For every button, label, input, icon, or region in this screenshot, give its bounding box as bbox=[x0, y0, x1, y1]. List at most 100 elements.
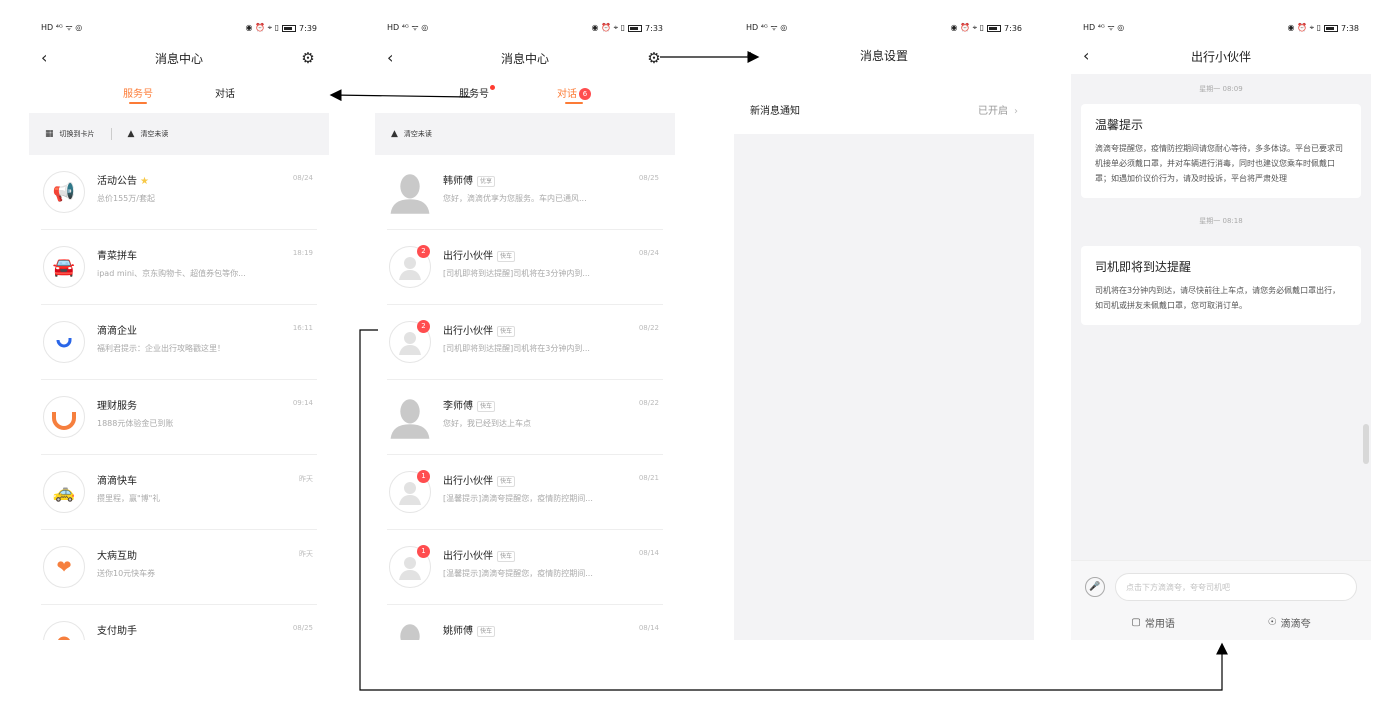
signal-icon: HD ⁴ᴳ ᯤ ◎ bbox=[387, 23, 429, 32]
item-title: 滴滴快车 bbox=[97, 476, 137, 487]
clear-unread-button[interactable]: ▲清空未读 bbox=[391, 129, 432, 139]
item-title-text: 韩师傅 bbox=[443, 176, 473, 187]
list-item[interactable]: 2 出行小伙伴快车 [司机即将到达提醒]司机将在3分钟内到... 08/22 bbox=[387, 305, 663, 380]
tab-services[interactable]: 服务号 bbox=[123, 78, 153, 113]
item-time: 08/25 bbox=[292, 624, 313, 632]
list-item[interactable]: 📢 活动公告★ 总价155万/套起 08/24 bbox=[41, 155, 317, 230]
page-title: 消息中心 bbox=[154, 51, 203, 66]
list-item[interactable]: ● 支付助手 08/25 bbox=[41, 605, 317, 640]
list-item[interactable]: 姚师傅快车 08/14 bbox=[387, 605, 663, 640]
item-title: 大病互助 bbox=[97, 551, 137, 562]
item-sub: [司机即将到达提醒]司机将在3分钟内到... bbox=[443, 269, 590, 278]
tab-label: 对话 bbox=[215, 89, 235, 100]
broom-icon: ▲ bbox=[127, 129, 135, 139]
list-item[interactable]: 🚕 滴滴快车 攒里程，赢"博"礼 昨天 bbox=[41, 455, 317, 530]
signal-icon: HD ⁴ᴳ ᯤ ◎ bbox=[41, 23, 83, 32]
list-item[interactable]: 1 出行小伙伴快车 [温馨提示]滴滴夸提醒您，疫情防控期间... 08/14 bbox=[387, 530, 663, 605]
gear-icon[interactable]: ⚙ bbox=[647, 49, 661, 67]
tab-bar: 服务号 对话 bbox=[29, 78, 329, 113]
list-item[interactable]: 李师傅快车 您好，我已经到达上车点 08/22 bbox=[387, 380, 663, 455]
payment-icon: ● bbox=[43, 621, 85, 640]
item-time: 昨天 bbox=[299, 550, 313, 558]
status-time: 7:33 bbox=[645, 23, 663, 33]
thumbs-up-icon: ☉ bbox=[1267, 617, 1277, 628]
back-icon[interactable]: ‹ bbox=[1083, 46, 1090, 65]
toolbar: ▦切换到卡片 ▲清空未读 bbox=[29, 113, 329, 155]
item-time: 08/14 bbox=[638, 624, 659, 632]
item-sub: 您好，我已经到达上车点 bbox=[443, 419, 531, 428]
item-tag: 快车 bbox=[477, 401, 496, 412]
signal-icon: HD ⁴ᴳ ᯤ ◎ bbox=[746, 23, 788, 32]
item-title: 理财服务 bbox=[97, 401, 137, 412]
driver-avatar-icon bbox=[389, 621, 431, 640]
list-item[interactable]: 理财服务 1888元体验金已到账 09:14 bbox=[41, 380, 317, 455]
nav-bar: ‹ 消息设置 bbox=[734, 38, 1034, 72]
setting-value-text: 已开启 bbox=[978, 105, 1008, 117]
clear-unread-button[interactable]: ▲清空未读 bbox=[128, 129, 169, 139]
tab-services[interactable]: 服务号 bbox=[459, 78, 495, 113]
megaphone-icon: 📢 bbox=[43, 171, 85, 213]
status-icons: ◉ ⏰ ⌖ ▯ bbox=[245, 23, 280, 32]
gear-icon[interactable]: ⚙ bbox=[301, 49, 315, 67]
status-time: 7:39 bbox=[299, 23, 317, 33]
chat-input[interactable] bbox=[1115, 573, 1357, 601]
star-icon: ★ bbox=[140, 176, 149, 187]
status-bar: HD ⁴ᴳ ᯤ ◎ ◉ ⏰ ⌖ ▯ 7:33 bbox=[375, 18, 675, 38]
back-icon[interactable]: ‹ bbox=[387, 48, 394, 67]
item-time: 08/22 bbox=[638, 324, 659, 332]
list-item[interactable]: 韩师傅优享 您好，滴滴优享为您服务。车内已通风... 08/25 bbox=[387, 155, 663, 230]
nav-bar: ‹ 出行小伙伴 bbox=[1071, 38, 1371, 74]
switch-label: 切换到卡片 bbox=[59, 130, 95, 138]
item-tag: 快车 bbox=[497, 326, 516, 337]
back-icon[interactable]: ‹ bbox=[746, 45, 753, 64]
battery-icon bbox=[628, 24, 643, 32]
back-icon[interactable]: ‹ bbox=[41, 48, 48, 67]
status-bar: HD ⁴ᴳ ᯤ ◎ ◉ ⏰ ⌖ ▯7:36 bbox=[734, 18, 1034, 38]
message-timestamp: 星期一 08:09 bbox=[1199, 85, 1243, 93]
status-bar: HD ⁴ᴳ ᯤ ◎ ◉ ⏰ ⌖ ▯7:38 bbox=[1071, 18, 1371, 38]
didi-logo-icon bbox=[43, 396, 85, 438]
signal-icon: HD ⁴ᴳ ᯤ ◎ bbox=[1083, 23, 1125, 32]
list-item[interactable]: 2 出行小伙伴快车 [司机即将到达提醒]司机将在3分钟内到... 08/24 bbox=[387, 230, 663, 305]
item-time: 08/25 bbox=[638, 174, 659, 182]
item-sub: ipad mini、京东购物卡、超值券包等你... bbox=[97, 269, 246, 278]
list-item[interactable]: ❤ 大病互助 送你10元快车券 昨天 bbox=[41, 530, 317, 605]
list-item[interactable]: 滴滴企业 福利君提示：企业出行攻略戳这里！ 16:11 bbox=[41, 305, 317, 380]
message-card: 司机即将到达提醒 司机将在3分钟内到达，请尽快前往上车点，请您务必佩戴口罩出行，… bbox=[1081, 246, 1361, 325]
status-time: 7:36 bbox=[1004, 23, 1022, 33]
unread-badge: 1 bbox=[417, 470, 430, 483]
tab-label: 对话 bbox=[557, 89, 577, 100]
item-title: 姚师傅快车 bbox=[443, 622, 496, 637]
status-time: 7:38 bbox=[1341, 23, 1359, 33]
item-title-text: 姚师傅 bbox=[443, 626, 473, 637]
list-item[interactable]: 1 出行小伙伴快车 [温馨提示]滴滴夸提醒您，疫情防控期间... 08/21 bbox=[387, 455, 663, 530]
status-bar: HD ⁴ᴳ ᯤ ◎ ◉ ⏰ ⌖ ▯ 7:39 bbox=[29, 18, 329, 38]
unread-badge: 2 bbox=[417, 245, 430, 258]
setting-label: 新消息通知 bbox=[750, 105, 800, 117]
item-time: 08/21 bbox=[638, 474, 659, 482]
item-time: 18:19 bbox=[292, 249, 313, 257]
common-phrases-button[interactable]: ▢常用语 bbox=[1131, 615, 1174, 630]
item-tag: 快车 bbox=[497, 551, 516, 562]
item-title-text: 出行小伙伴 bbox=[443, 551, 493, 562]
switch-to-card-button[interactable]: ▦切换到卡片 bbox=[45, 129, 95, 139]
tab-dialogs[interactable]: 对话 bbox=[215, 78, 235, 113]
driver-avatar-icon bbox=[389, 396, 431, 439]
new-message-notification-row[interactable]: 新消息通知 已开启› bbox=[734, 84, 1034, 134]
status-icons: ◉ ⏰ ⌖ ▯ bbox=[591, 23, 626, 32]
settings-body: 新消息通知 已开启› bbox=[734, 84, 1034, 640]
didi-praise-button[interactable]: ☉滴滴夸 bbox=[1268, 615, 1311, 630]
item-title: 支付助手 bbox=[97, 626, 137, 637]
item-title: 出行小伙伴快车 bbox=[443, 472, 516, 487]
microphone-icon[interactable]: 🎤 bbox=[1085, 577, 1105, 597]
item-title: 青菜拼车 bbox=[97, 251, 137, 262]
list-item[interactable]: 🚘 青菜拼车 ipad mini、京东购物卡、超值券包等你... 18:19 bbox=[41, 230, 317, 305]
carpool-icon: 🚘 bbox=[43, 246, 85, 288]
page-title: 消息设置 bbox=[859, 48, 908, 63]
scrollbar[interactable] bbox=[1363, 424, 1369, 464]
item-time: 08/24 bbox=[638, 249, 659, 257]
item-sub: 总价155万/套起 bbox=[97, 194, 155, 203]
